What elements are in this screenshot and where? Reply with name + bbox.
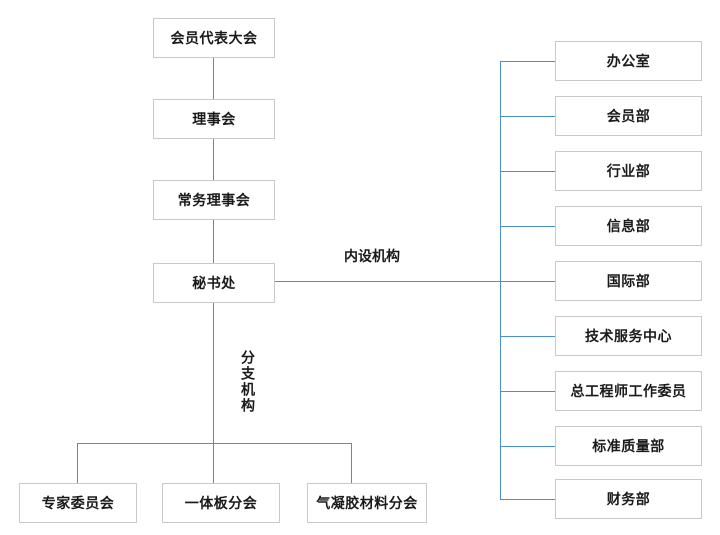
connector-branch-drop-1 (77, 443, 78, 483)
connector-department-stub-3 (500, 171, 555, 172)
connector-secretariat-to-branch-bus (213, 302, 214, 444)
connector-department-stub-6 (500, 336, 555, 337)
node-label: 专家委员会 (41, 496, 115, 512)
node-label: 财务部 (606, 492, 651, 508)
node-department-membership[interactable]: 会员部 (555, 96, 702, 136)
node-branch-expert-committee[interactable]: 专家委员会 (19, 483, 137, 523)
node-label: 技术服务中心 (585, 329, 672, 345)
connector-branch-drop-3 (351, 443, 352, 483)
node-label: 理事会 (192, 112, 236, 128)
node-label: 气凝胶材料分会 (316, 496, 418, 512)
connector-department-stub-5 (500, 281, 555, 282)
connector-department-stub-4 (500, 226, 555, 227)
node-standing-council[interactable]: 常务理事会 (153, 180, 275, 220)
node-label: 一体板分会 (184, 496, 258, 512)
connector-board-to-standing (213, 139, 214, 180)
node-label: 信息部 (606, 219, 651, 235)
node-board-of-directors[interactable]: 理事会 (153, 99, 275, 139)
connector-departments-trunk (500, 61, 501, 499)
node-department-industry[interactable]: 行业部 (555, 151, 702, 191)
node-department-international[interactable]: 国际部 (555, 261, 702, 301)
connector-department-stub-9 (500, 499, 555, 500)
connector-department-stub-2 (500, 116, 555, 117)
node-member-assembly[interactable]: 会员代表大会 (153, 18, 275, 58)
node-department-information[interactable]: 信息部 (555, 206, 702, 246)
node-secretariat[interactable]: 秘书处 (153, 263, 275, 303)
connector-department-stub-1 (500, 61, 555, 62)
caption-internal-departments: 内设机构 (344, 249, 400, 265)
node-branch-aerogel-material[interactable]: 气凝胶材料分会 (307, 483, 427, 523)
node-department-standards-quality[interactable]: 标准质量部 (555, 426, 702, 466)
node-department-chief-engineer-committee[interactable]: 总工程师工作委员 (555, 371, 702, 411)
connector-standing-to-secretariat (213, 220, 214, 263)
node-department-finance[interactable]: 财务部 (555, 479, 702, 519)
node-label: 会员代表大会 (170, 31, 258, 47)
node-label: 国际部 (606, 274, 651, 290)
node-label: 行业部 (606, 164, 651, 180)
connector-assembly-to-board (213, 58, 214, 99)
node-department-technical-service-center[interactable]: 技术服务中心 (555, 316, 702, 356)
connector-branch-bus (77, 443, 352, 444)
connector-department-stub-7 (500, 391, 555, 392)
caption-branch-organizations: 分支机构 (239, 350, 255, 414)
node-label: 秘书处 (192, 276, 236, 292)
connector-branch-drop-2 (213, 443, 214, 483)
node-branch-integrated-board[interactable]: 一体板分会 (162, 483, 280, 523)
node-department-office[interactable]: 办公室 (555, 41, 702, 81)
node-label: 标准质量部 (592, 439, 665, 455)
node-label: 会员部 (606, 109, 651, 125)
node-label: 常务理事会 (177, 193, 251, 209)
connector-secretariat-to-departments (275, 281, 501, 282)
connector-department-stub-8 (500, 446, 555, 447)
node-label: 办公室 (606, 54, 651, 70)
node-label: 总工程师工作委员 (570, 384, 687, 400)
